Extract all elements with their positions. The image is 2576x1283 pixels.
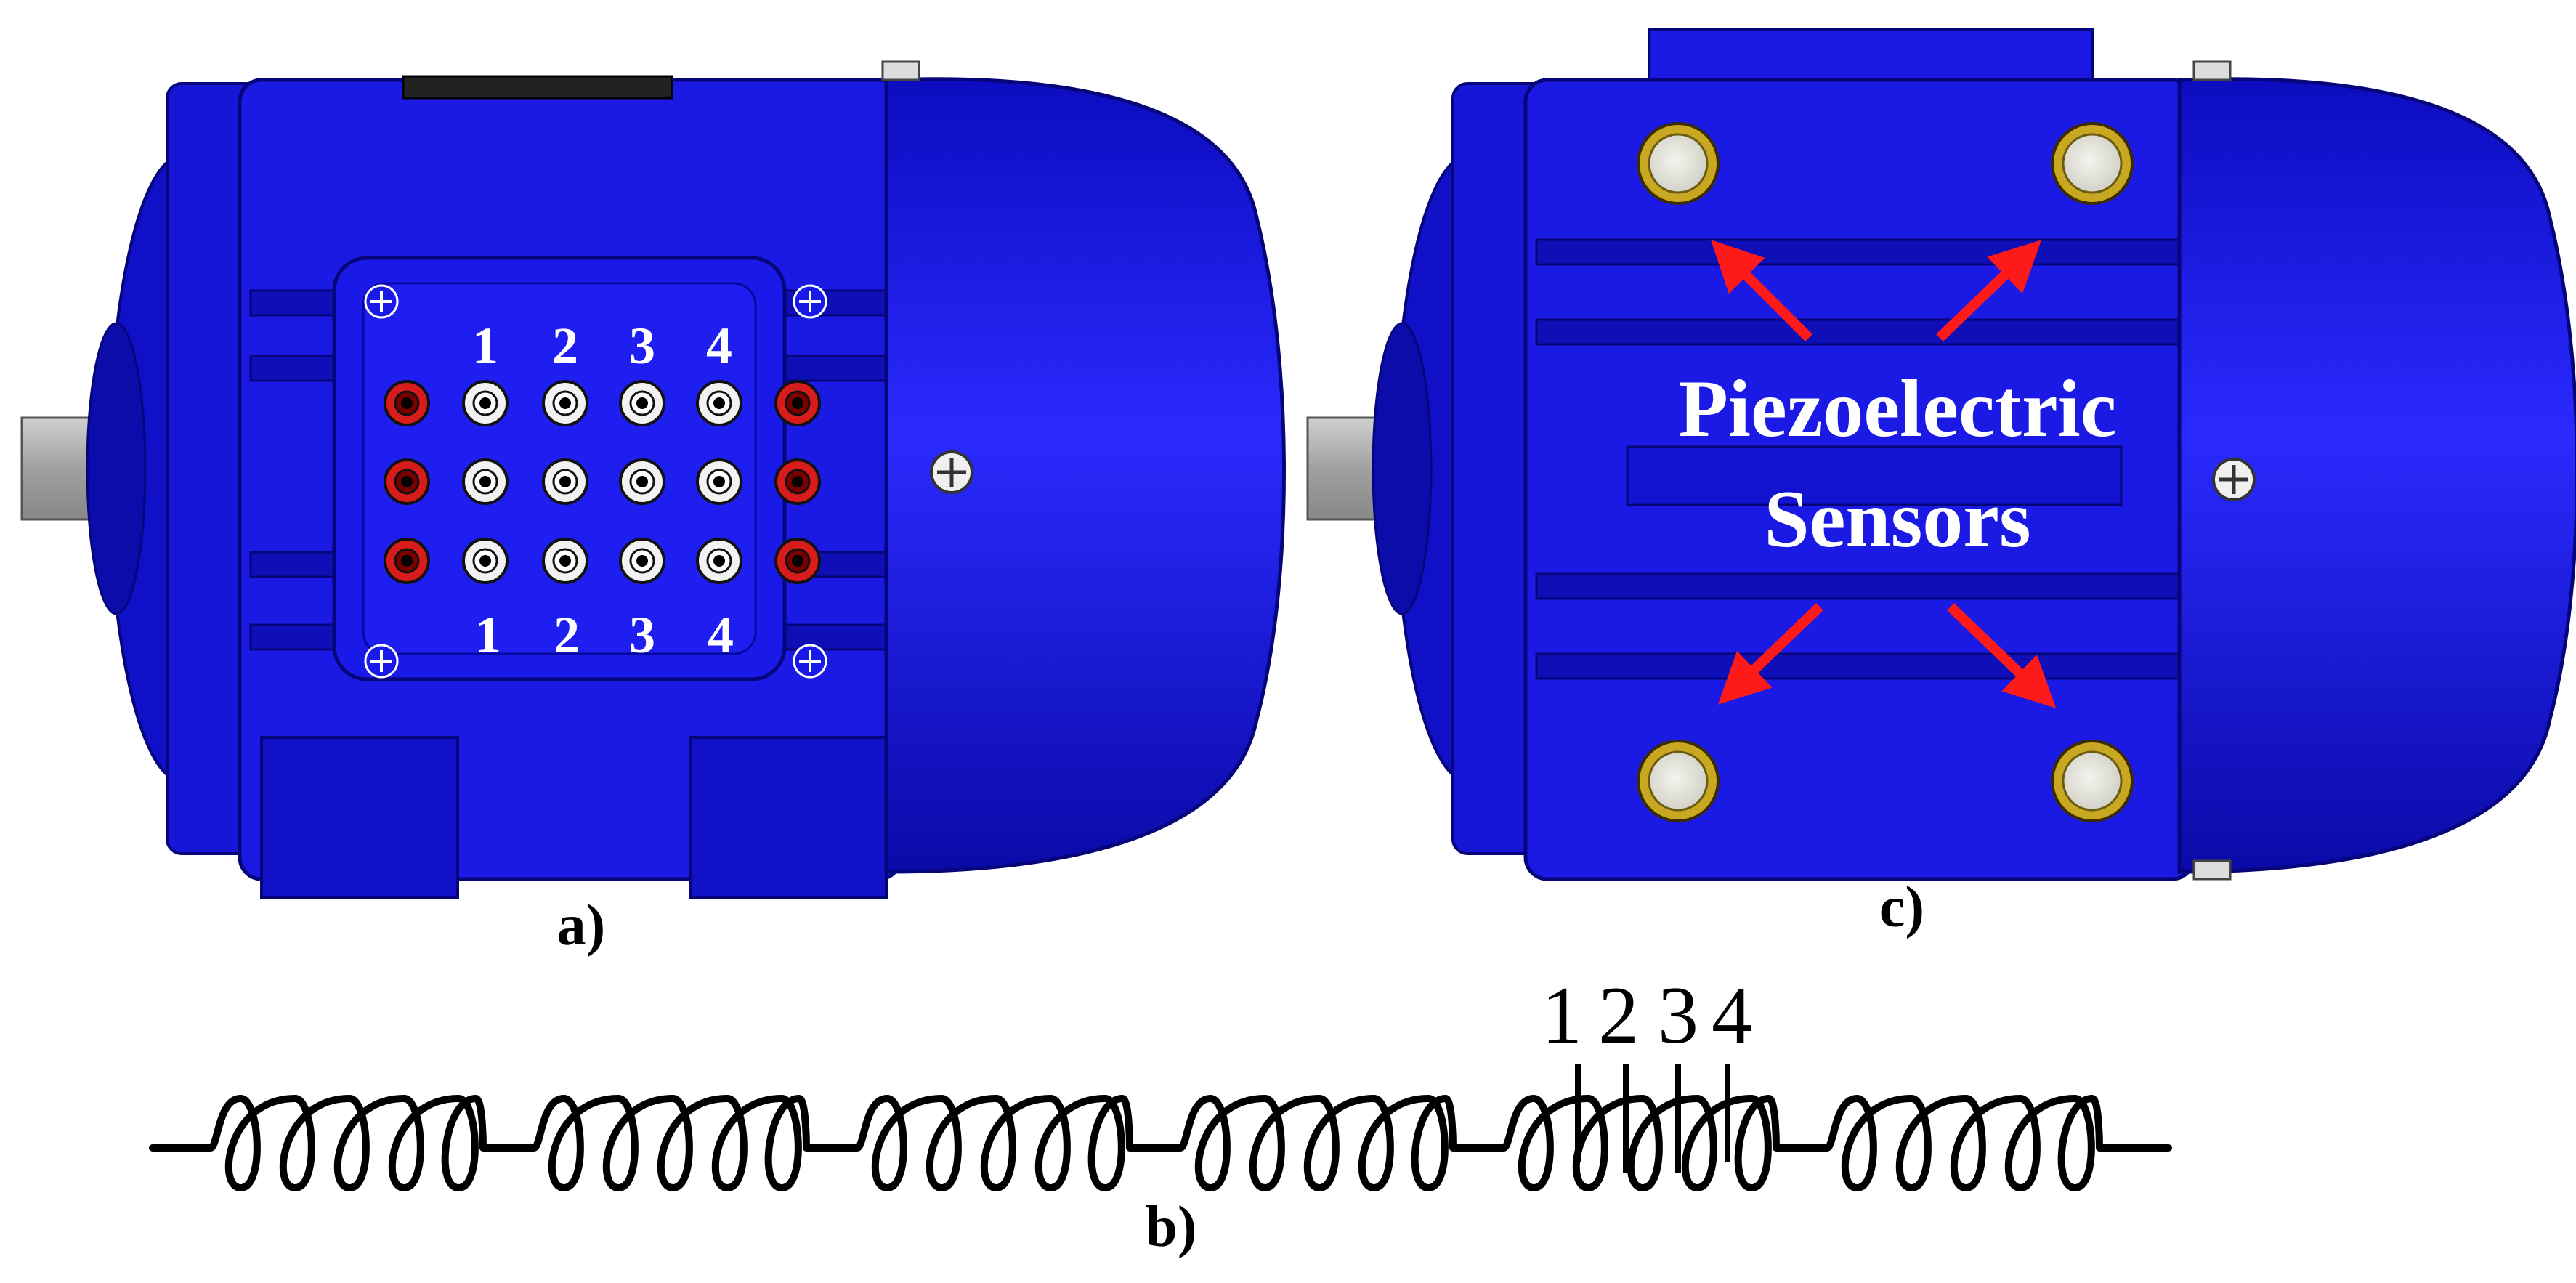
fin-band bbox=[1535, 572, 2184, 600]
terminal-top-number: 3 bbox=[629, 317, 655, 375]
terminal-white bbox=[542, 538, 588, 584]
terminal-top-number: 1 bbox=[472, 317, 498, 375]
tap-number: 3 bbox=[1658, 971, 1698, 1061]
sensor-title-line2: Sensors bbox=[1764, 474, 2030, 564]
top-ridge-a bbox=[402, 75, 673, 100]
terminal-red bbox=[384, 458, 430, 505]
terminal-white bbox=[619, 538, 665, 584]
terminal-bottom-number: 3 bbox=[629, 606, 655, 664]
screw-icon bbox=[364, 644, 399, 679]
terminal-top-number: 4 bbox=[706, 317, 732, 375]
terminal-white bbox=[542, 458, 588, 505]
terminal-bottom-number: 1 bbox=[475, 606, 501, 664]
fin-band bbox=[1535, 652, 2184, 680]
terminal-white bbox=[542, 380, 588, 426]
tap-number: 1 bbox=[1542, 971, 1582, 1061]
end-cap-c bbox=[2177, 77, 2576, 874]
terminal-top-number: 2 bbox=[552, 317, 578, 375]
tap-number: 4 bbox=[1712, 971, 1752, 1061]
panel-c-motor: Piezoelectric Sensors bbox=[1306, 28, 2576, 881]
terminal-bottom-number: 4 bbox=[708, 606, 734, 664]
foot-a bbox=[260, 736, 459, 899]
arrow-icon bbox=[1936, 240, 2042, 342]
end-cap-a bbox=[884, 77, 1286, 874]
fin-band bbox=[1535, 318, 2184, 346]
terminal-white bbox=[462, 538, 509, 584]
panel-a-label: a) bbox=[557, 894, 606, 958]
arrow-icon bbox=[1947, 602, 2057, 708]
panel-b-winding: 1 2 3 4 bbox=[149, 971, 2172, 1191]
terminal-red bbox=[384, 380, 430, 426]
terminal-white bbox=[462, 458, 509, 505]
arrow-icon bbox=[1711, 240, 1812, 341]
terminal-white bbox=[696, 538, 742, 584]
terminal-red bbox=[774, 380, 821, 426]
panel-b-label: b) bbox=[1145, 1195, 1196, 1259]
panel-c-label: c) bbox=[1879, 875, 1924, 939]
fin-band bbox=[1535, 238, 2184, 266]
terminal-white bbox=[619, 380, 665, 426]
piezo-sensor-icon bbox=[2051, 740, 2134, 822]
piezo-sensor-icon bbox=[1637, 740, 1720, 822]
piezo-sensor-icon bbox=[2051, 122, 2134, 205]
piezo-sensor-icon bbox=[1637, 122, 1720, 205]
terminal-bottom-number: 2 bbox=[554, 606, 580, 664]
winding-coil bbox=[149, 1095, 2172, 1191]
panel-a-motor: 1 2 3 4 1 2 3 4 bbox=[20, 60, 1286, 899]
fin-band bbox=[1626, 445, 2123, 506]
screw-icon bbox=[364, 284, 399, 319]
terminal-white bbox=[619, 458, 665, 505]
terminal-white bbox=[696, 458, 742, 505]
terminal-red bbox=[384, 538, 430, 584]
sensor-title-line1: Piezoelectric bbox=[1678, 364, 2116, 454]
terminal-red bbox=[774, 458, 821, 505]
side-screw-a bbox=[930, 450, 973, 494]
terminal-white bbox=[462, 380, 509, 426]
terminal-grid bbox=[384, 380, 821, 584]
sensor-group bbox=[1637, 122, 2134, 822]
arrow-icon bbox=[1717, 602, 1823, 705]
foot-a bbox=[689, 736, 888, 899]
screw-icon bbox=[793, 284, 827, 319]
screw-icon bbox=[793, 644, 827, 679]
side-screw-c bbox=[2212, 458, 2256, 501]
tap-number: 2 bbox=[1598, 971, 1639, 1061]
terminal-red bbox=[774, 538, 821, 584]
terminal-white bbox=[696, 380, 742, 426]
